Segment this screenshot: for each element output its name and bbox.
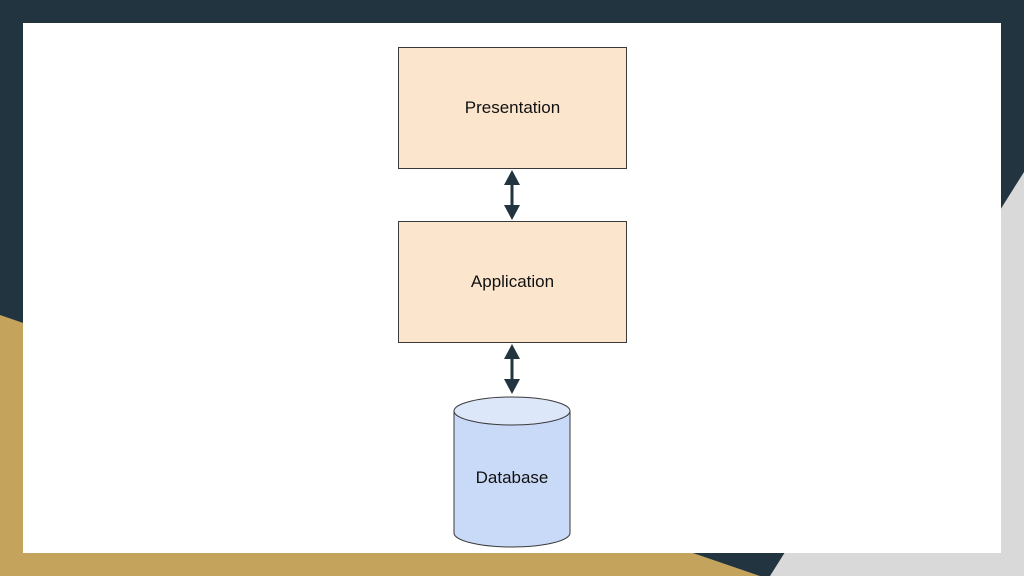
- arrow-application-database: [504, 344, 520, 394]
- diagram-connectors: [453, 170, 571, 548]
- presentation-tier-label: Presentation: [464, 98, 561, 117]
- application-tier-label: Application: [470, 272, 555, 291]
- presentation-tier-box: Presentation: [398, 47, 627, 169]
- arrow-presentation-application: [504, 170, 520, 220]
- application-tier-box: Application: [398, 221, 627, 343]
- database-cylinder: [453, 396, 571, 548]
- slide-canvas: Presentation Application Database: [23, 23, 1001, 553]
- database-label: Database: [475, 468, 549, 487]
